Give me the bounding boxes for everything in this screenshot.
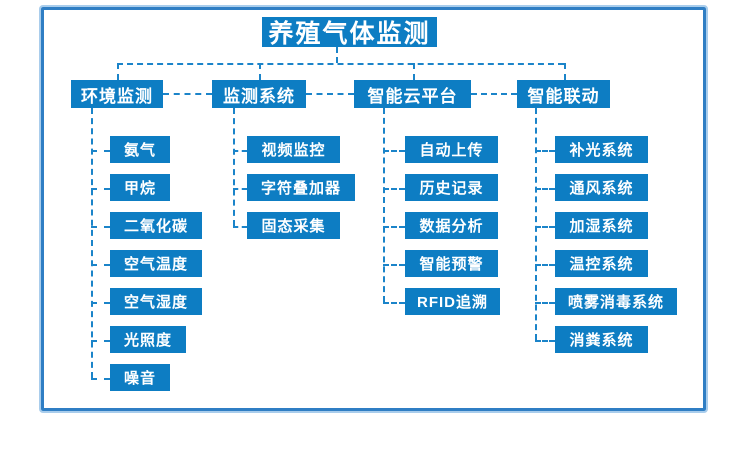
child-node-smart-cloud-platform-3: 智能预警 [405,250,498,277]
connector-child-stub [91,150,110,152]
connector-header-chain [306,93,354,95]
child-node-environment-monitoring-0: 氨气 [110,136,170,163]
child-node-environment-monitoring-2: 二氧化碳 [110,212,202,239]
connector-child-stub [91,264,110,266]
connector-child-stub [383,302,405,304]
child-node-environment-monitoring-5: 光照度 [110,326,186,353]
branch-header-environment-monitoring: 环境监测 [71,80,163,108]
child-node-monitoring-system-1: 字符叠加器 [247,174,355,201]
connector-child-stub [233,150,247,152]
child-node-monitoring-system-2: 固态采集 [247,212,340,239]
child-node-smart-linkage-3: 温控系统 [555,250,648,277]
connector-child-stub [535,302,555,304]
connector-child-stub [535,226,555,228]
connector-branch-spine-smart-linkage [535,108,537,340]
child-node-environment-monitoring-4: 空气湿度 [110,288,202,315]
child-node-smart-linkage-0: 补光系统 [555,136,648,163]
child-node-monitoring-system-0: 视频监控 [247,136,340,163]
child-node-environment-monitoring-3: 空气温度 [110,250,202,277]
connector-distribution-line [117,63,564,65]
connector-child-stub [91,378,110,380]
connector-header-stub-smart-cloud-platform [413,63,415,80]
connector-child-stub [383,264,405,266]
connector-header-stub-smart-linkage [564,63,566,80]
connector-child-stub [535,264,555,266]
child-node-environment-monitoring-6: 噪音 [110,364,170,391]
branch-header-smart-linkage: 智能联动 [517,80,610,108]
child-node-smart-cloud-platform-1: 历史记录 [405,174,498,201]
connector-child-stub [383,150,405,152]
connector-child-stub [91,340,110,342]
branch-header-smart-cloud-platform: 智能云平台 [354,80,471,108]
connector-child-stub [233,226,247,228]
connector-header-chain [471,93,517,95]
connector-child-stub [535,188,555,190]
connector-child-stub [535,150,555,152]
connector-branch-spine-monitoring-system [233,108,235,226]
connector-child-stub [233,188,247,190]
child-node-smart-linkage-2: 加湿系统 [555,212,648,239]
connector-header-stub-environment-monitoring [117,63,119,80]
connector-title-stem [336,47,338,63]
connector-branch-spine-smart-cloud-platform [383,108,385,302]
connector-child-stub [91,188,110,190]
child-node-smart-linkage-1: 通风系统 [555,174,648,201]
connector-child-stub [91,226,110,228]
connector-header-chain [163,93,212,95]
connector-child-stub [91,302,110,304]
connector-child-stub [383,188,405,190]
child-node-smart-linkage-5: 消粪系统 [555,326,648,353]
connector-header-stub-monitoring-system [259,63,261,80]
child-node-smart-cloud-platform-4: RFID追溯 [405,288,500,315]
diagram-title: 养殖气体监测 [262,17,437,48]
child-node-smart-cloud-platform-0: 自动上传 [405,136,498,163]
connector-child-stub [383,226,405,228]
diagram-border [39,5,708,413]
connector-child-stub [535,340,555,342]
child-node-smart-linkage-4: 喷雾消毒系统 [555,288,677,315]
child-node-smart-cloud-platform-2: 数据分析 [405,212,498,239]
branch-header-monitoring-system: 监测系统 [212,80,306,108]
child-node-environment-monitoring-1: 甲烷 [110,174,170,201]
connector-branch-spine-environment-monitoring [91,108,93,378]
